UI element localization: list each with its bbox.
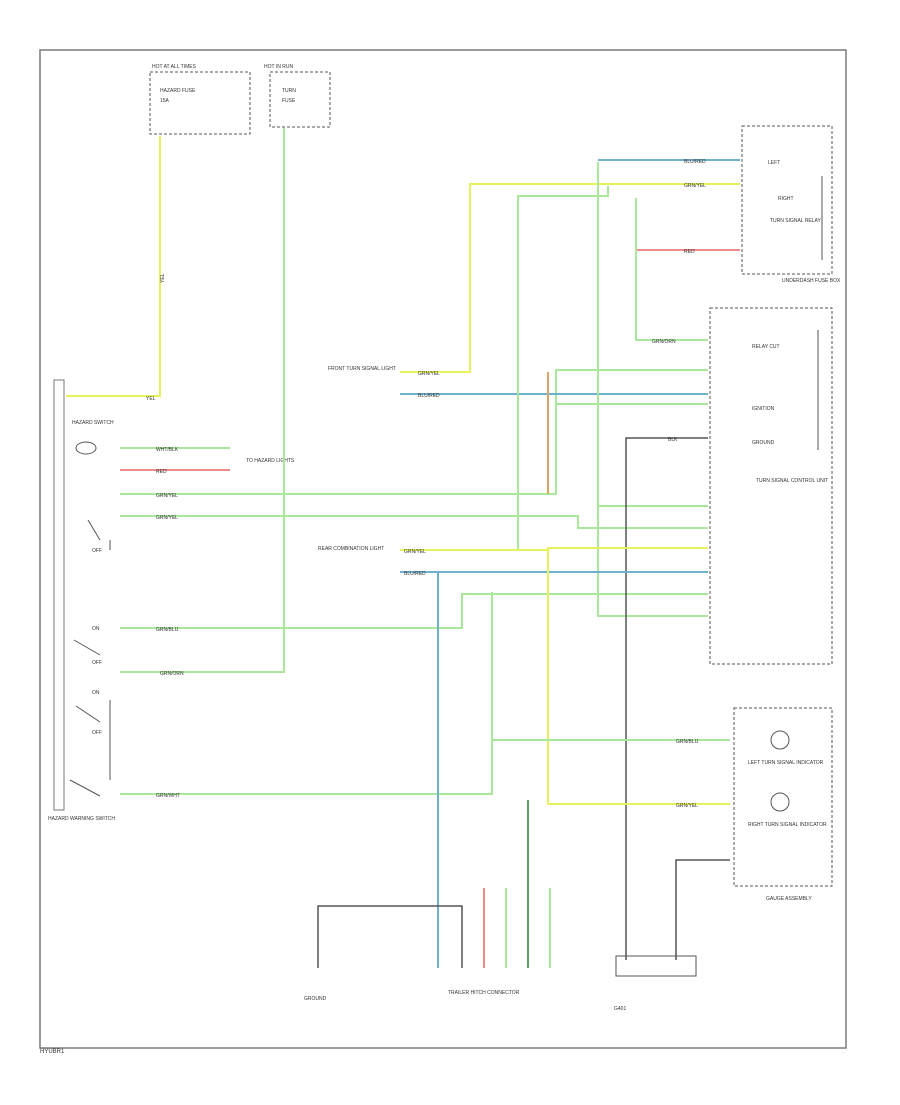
wire-label-relay-blu: BLU/RED bbox=[684, 159, 706, 165]
footer-code: HYUBR1 bbox=[40, 1049, 65, 1055]
right-indicator-bulb-icon bbox=[770, 792, 790, 812]
wire-label-row-5: GRN/BLU bbox=[156, 627, 179, 633]
switch-label-4: ON bbox=[92, 690, 100, 696]
wire-label-ground-blk: BLK bbox=[668, 437, 678, 443]
control-box-caption: TURN SIGNAL CONTROL UNIT bbox=[756, 478, 828, 484]
hazard-switch-left-label: HAZARD SWITCH bbox=[72, 420, 114, 426]
switch-label-5: OFF bbox=[92, 730, 102, 736]
hazard-switch-caption: HAZARD WARNING SWITCH bbox=[48, 816, 115, 822]
turn-fuse-box bbox=[269, 71, 331, 128]
wire-label-row-2: RED bbox=[156, 469, 167, 475]
relay-right-label: RIGHT bbox=[778, 196, 794, 202]
wire-green-turn-fuse bbox=[120, 128, 285, 673]
right-ground-label: G401 bbox=[614, 1006, 626, 1012]
hazard-fuse-box-line-2: 15A bbox=[160, 98, 170, 104]
wire-ground-right bbox=[625, 437, 708, 960]
wire-label-yel-1: YEL bbox=[160, 273, 166, 283]
trailer-connector-label: TRAILER HITCH CONNECTOR bbox=[448, 990, 520, 996]
wire-row-5 bbox=[120, 593, 708, 629]
wire-label-row-4: GRN/YEL bbox=[156, 515, 178, 521]
wire-label-relay-yel: GRN/YEL bbox=[684, 183, 706, 189]
rear-connector-label: REAR COMBINATION LIGHT bbox=[318, 546, 384, 552]
wire-relay-grn bbox=[517, 186, 609, 550]
hazard-fuse-box-title: HOT AT ALL TIMES bbox=[152, 64, 197, 70]
switch-contact-4 bbox=[69, 779, 101, 797]
hazard-switch-body bbox=[53, 379, 65, 811]
wire-label-grn-orn-1: GRN/ORN bbox=[160, 671, 184, 677]
ground-block bbox=[615, 955, 697, 977]
hazard-lamp-icon bbox=[75, 441, 97, 455]
relay-left-label: LEFT bbox=[768, 160, 780, 166]
wire-row-3 bbox=[120, 369, 708, 495]
switch-label-3: OFF bbox=[92, 660, 102, 666]
wire-row-6 bbox=[120, 592, 493, 795]
wire-label-rear-yel: GRN/YEL bbox=[404, 549, 426, 555]
switch-label-1: OFF bbox=[92, 548, 102, 554]
front-connector-label: FRONT TURN SIGNAL LIGHT bbox=[328, 366, 396, 372]
relay-name-label: TURN SIGNAL RELAY bbox=[770, 218, 822, 224]
wire-label-rear-blu: BLU/RED bbox=[404, 571, 426, 577]
wire-indicator-left bbox=[491, 596, 730, 741]
switch-contact-3 bbox=[75, 700, 111, 780]
wire-right-green-1 bbox=[635, 198, 708, 341]
hazard-fuse-box bbox=[149, 71, 251, 135]
wire-label-ctrl-1: GRN/ORN bbox=[652, 339, 676, 345]
wire-front-yel bbox=[400, 183, 740, 373]
left-indicator-bulb-icon bbox=[770, 730, 790, 750]
control-line-2: IGNITION bbox=[752, 406, 775, 412]
wire-label-ind-1: GRN/BLU bbox=[676, 739, 699, 745]
wire-label-front-yel: GRN/YEL bbox=[418, 371, 440, 377]
relay-box-caption: UNDERDASH FUSE BOX bbox=[782, 278, 841, 284]
gauge-assembly-box bbox=[733, 707, 833, 887]
wire-label-ind-2: GRN/YEL bbox=[676, 803, 698, 809]
wire-label-yel-2: YEL bbox=[146, 396, 156, 402]
turn-signal-relay-box bbox=[741, 125, 833, 275]
wire-row-4 bbox=[120, 515, 708, 529]
switch-contact-2 bbox=[73, 639, 101, 656]
wire-right-green-2 bbox=[597, 162, 708, 617]
switch-label-2: ON bbox=[92, 626, 100, 632]
wire-label-row-1: WHT/BLK bbox=[156, 447, 179, 453]
gauge-line-1: LEFT TURN SIGNAL INDICATOR bbox=[748, 760, 824, 766]
wire-label-row-3: GRN/YEL bbox=[156, 493, 178, 499]
diagram-frame bbox=[39, 49, 847, 1049]
wire-trailer-gnd bbox=[317, 905, 463, 968]
switch-contact-1 bbox=[87, 519, 111, 550]
turn-signal-control-box bbox=[709, 307, 833, 665]
wire-yellow-fuse bbox=[66, 136, 161, 397]
control-line-1: RELAY CUT bbox=[752, 344, 780, 350]
wire-label-relay-red: RED bbox=[684, 249, 695, 255]
control-line-3: GROUND bbox=[752, 440, 775, 446]
wire-label-front-blu: BLU/RED bbox=[418, 393, 440, 399]
turn-fuse-box-title: HOT IN RUN bbox=[264, 64, 293, 70]
turn-fuse-box-line-2: FUSE bbox=[282, 98, 296, 104]
wire-rear-yel bbox=[400, 547, 708, 551]
hazard-fuse-box-line-1: HAZARD FUSE bbox=[160, 88, 196, 94]
ground-label: GROUND bbox=[304, 996, 327, 1002]
gauge-box-caption: GAUGE ASSEMBLY bbox=[766, 896, 812, 902]
wire-ground-gauge bbox=[675, 859, 730, 960]
wire-label-row-6: GRN/WHT bbox=[156, 793, 180, 799]
turn-fuse-box-line-1: TURN bbox=[282, 88, 296, 94]
wire-rear-yel-down bbox=[547, 548, 730, 805]
to-hazard-lights-label: TO HAZARD LIGHTS bbox=[246, 458, 295, 464]
gauge-line-2: RIGHT TURN SIGNAL INDICATOR bbox=[748, 822, 827, 828]
